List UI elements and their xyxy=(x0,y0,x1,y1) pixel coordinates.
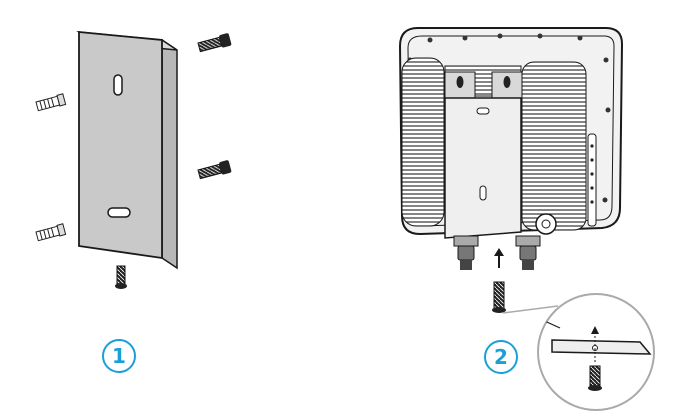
step-number-2: 2 xyxy=(484,340,518,374)
wall-bracket xyxy=(76,30,178,270)
dc-switch-icon xyxy=(535,213,557,235)
bracket-lower-slot xyxy=(107,207,131,218)
cable-gland-right xyxy=(515,235,541,270)
detail-callout xyxy=(502,293,655,411)
step-number-1: 1 xyxy=(102,339,136,373)
bracket-upper-slot xyxy=(113,74,123,96)
screw-icon xyxy=(492,281,506,313)
heatsink-right xyxy=(521,61,587,231)
anchor-plug-icon xyxy=(35,223,67,242)
bolt-icon xyxy=(197,160,232,180)
anchor-plug-icon xyxy=(35,93,67,112)
bolt-icon xyxy=(197,33,232,53)
cable-gland-left xyxy=(453,235,479,270)
status-lights xyxy=(587,133,597,227)
inverter xyxy=(398,27,624,270)
heatsink-left xyxy=(401,57,445,227)
up-arrow-icon xyxy=(494,248,504,268)
mounted-bracket xyxy=(444,65,523,239)
screw-icon xyxy=(115,265,127,289)
